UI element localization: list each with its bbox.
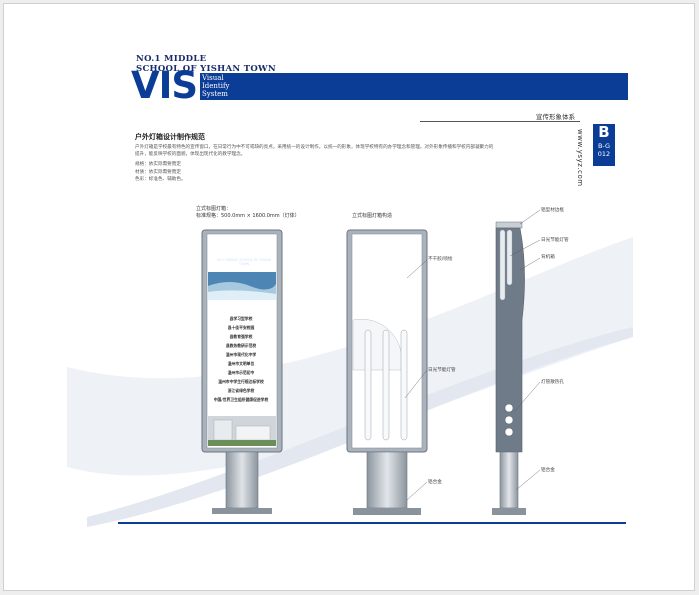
footer-rule [118,522,626,524]
vertical-url: www.ysyz.com [576,129,584,187]
list-item: 中国/世界卫生组织健康促进学校 [213,397,269,402]
sign-logo-en: NO.1 MIDDLE SCHOOL OF YISHAN TOWN [217,258,271,266]
sign-honor-list: 县学习型学校 县十佳平安校园 县教育强学校 县教务教研示范校 温州市现代化中学 … [208,314,274,404]
vis-subtitle: Visual Identify System [202,74,230,98]
school-name: NO.1 MIDDLE SCHOOL OF YISHAN TOWN [136,54,276,74]
list-item: 县教务教研示范校 [225,343,257,348]
page-tab-code: B-G 012 [597,142,611,158]
sign2-caption: 立式标图灯箱构造 [352,213,393,219]
section-title: 宣传形象体系 [536,113,575,121]
callout-right-box: 背机箱 [541,255,555,260]
sign-logo-name: 宜山镇第一中学 [228,251,260,256]
list-item: 浙江省绿色学校 [227,388,255,393]
sign1-label: 立式标图灯箱： [196,206,232,212]
vis-logo: VIS [131,64,198,107]
page-tab-letter: B [598,123,610,141]
intro-paragraph: 户外灯箱是学校最有特色的宣传窗口，在日常行为中不可或缺的亮点，采用统一的设计制作… [135,145,494,157]
list-item: 温州市文明单位 [227,361,255,366]
sign-side-view [492,209,541,515]
list-item: 温州市中学生行规达标学校 [218,379,264,384]
vis-subtitle-line: System [202,90,228,98]
callout-right-holes: 灯管散热孔 [541,380,564,385]
page-tab [593,124,615,166]
sign-construction-view [346,229,428,515]
page-heading: 户外灯箱设计制作规范 [135,133,205,141]
callout-mid-base: 铝合金 [428,480,442,485]
callout-tube: 日光节能灯管 [428,368,456,373]
spec-list: 规格：依实际需要而定 材质：依实际需要而定 色彩：标准色、辅助色。 [135,161,186,184]
list-item: 县十佳平安校园 [227,325,255,330]
sign1-size: 标准规格：500.0mm × 1600.0mm（灯体） [196,213,300,219]
callout-top-cap: 铝型材边框 [541,208,564,213]
callout-frame: 不干胶/喷绘 [428,257,453,262]
spec-item: 规格：依实际需要而定 [135,162,181,167]
section-divider [420,121,580,122]
callout-right-tube: 日光节能灯管 [541,238,569,243]
vis-header-band [200,73,628,100]
spec-item: 材质：依实际需要而定 [135,169,181,175]
vis-subtitle-line: Visual [202,74,224,82]
list-item: 温州市现代化中学 [225,352,257,357]
list-item: 温州市示范初中 [227,370,255,375]
vis-subtitle-line: Identify [202,82,230,90]
sign1-caption: 立式标图灯箱： 标准规格：500.0mm × 1600.0mm（灯体） [196,206,300,220]
list-item: 县学习型学校 [229,316,253,321]
spec-item: 色彩：标准色、辅助色。 [135,177,186,182]
school-name-line2: SCHOOL OF YISHAN TOWN [136,64,276,74]
school-name-line1: NO.1 MIDDLE [136,54,207,64]
callout-right-base: 铝合金 [541,468,555,473]
list-item: 县教育强学校 [229,334,253,339]
sign-front-view [201,229,283,514]
